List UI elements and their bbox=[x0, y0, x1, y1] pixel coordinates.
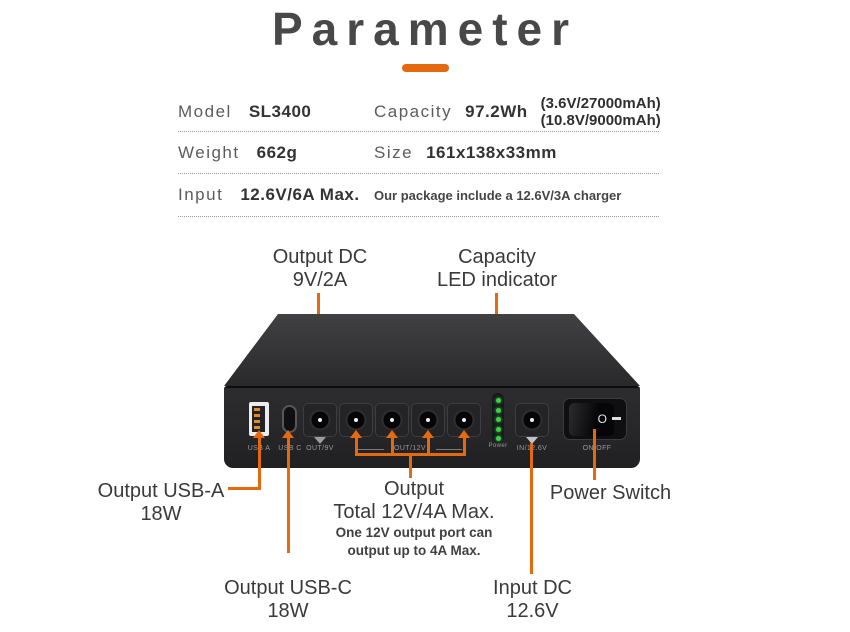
leader-line-usb-a-v bbox=[258, 437, 261, 489]
annotation-output-usb-a: Output USB-A 18W bbox=[85, 480, 237, 526]
leader-line-usb-c bbox=[287, 437, 290, 553]
jack-pin bbox=[354, 418, 358, 422]
jack-pin bbox=[530, 418, 534, 422]
usb-a-pin bbox=[254, 414, 260, 417]
arrowhead-12v-4 bbox=[458, 430, 470, 438]
usb-a-pin bbox=[254, 408, 260, 411]
arrowhead-12v-3 bbox=[422, 430, 434, 438]
leader-line-12v-drop bbox=[409, 456, 412, 478]
package-note: Our package include a 12.6V/3A charger bbox=[374, 187, 622, 203]
annotation-input-dc: Input DC 12.6V bbox=[460, 577, 605, 623]
panel-label-out-9v: OUT/9V bbox=[306, 445, 334, 452]
annotation-output-dc: Output DC 9V/2A bbox=[250, 246, 390, 292]
arrowhead-usb-a bbox=[253, 430, 265, 438]
dc-jack-input-12v6 bbox=[515, 403, 549, 437]
panel-label-on-off: ON/OFF bbox=[582, 445, 612, 452]
leader-line-usb-a-h bbox=[228, 487, 261, 490]
dc-jack-out-12v-4 bbox=[447, 403, 481, 437]
output-12v-note-1: One 12V output port can bbox=[335, 525, 493, 540]
bracket-12v-mid1 bbox=[391, 437, 394, 456]
capacity-led-label-1: Capacity bbox=[458, 246, 536, 268]
weight-value: 662g bbox=[256, 142, 298, 162]
panel-label-power: Power bbox=[488, 443, 508, 449]
capacity-led-indicator bbox=[492, 393, 504, 443]
usb-a-pin bbox=[254, 420, 260, 423]
bracket-12v-horizontal bbox=[355, 453, 466, 456]
annotation-output-12v: Output Total 12V/4A Max. One 12V output … bbox=[310, 478, 518, 560]
capacity-value: 97.2Wh bbox=[465, 102, 528, 121]
power-led-dot bbox=[495, 426, 501, 432]
triangle-mark-in-12v6 bbox=[526, 437, 538, 444]
capacity-note-2: (10.8V/9000mAh) bbox=[540, 112, 661, 129]
switch-off-symbol: O bbox=[597, 412, 607, 426]
input-value: 12.6V/6A Max. bbox=[240, 185, 360, 204]
output-usb-a-label: Output USB-A bbox=[97, 480, 225, 502]
output-12v-note-2: output up to 4A Max. bbox=[347, 543, 481, 558]
size-value: 161x138x33mm bbox=[426, 142, 557, 162]
output-usb-c-value: 18W bbox=[267, 600, 309, 622]
weight-cell: Weight 662g bbox=[178, 132, 297, 173]
panel-dash-right bbox=[436, 449, 462, 450]
input-dc-value: 12.6V bbox=[506, 600, 559, 622]
usb-c-port bbox=[282, 405, 297, 433]
package-note-cell: Our package include a 12.6V/3A charger bbox=[374, 174, 621, 216]
size-cell: Size 161x138x33mm bbox=[374, 132, 557, 173]
capacity-led-label-2: LED indicator bbox=[436, 269, 558, 291]
panel-dash-left bbox=[358, 449, 384, 450]
jack-pin bbox=[390, 418, 394, 422]
output-12v-label: Output bbox=[383, 478, 445, 500]
annotation-power-switch: Power Switch bbox=[538, 482, 683, 505]
input-dc-label: Input DC bbox=[493, 577, 572, 599]
page-title: Parameter bbox=[271, 3, 579, 55]
power-led-dot bbox=[495, 417, 501, 422]
capacity-label: Capacity bbox=[374, 102, 453, 121]
switch-on-symbol bbox=[612, 417, 621, 420]
spec-row-weight-size: Weight 662g Size 161x138x33mm bbox=[178, 132, 659, 174]
device-top-face bbox=[224, 314, 640, 386]
capacity-note-1: (3.6V/27000mAh) bbox=[540, 95, 661, 112]
input-cell: Input 12.6V/6A Max. bbox=[178, 174, 360, 216]
capacity-cell: Capacity 97.2Wh (3.6V/27000mAh) (10.8V/9… bbox=[374, 93, 661, 131]
size-label: Size bbox=[374, 142, 414, 162]
arrowhead-usb-c bbox=[282, 430, 294, 438]
jack-pin bbox=[462, 418, 466, 422]
model-label: Model bbox=[178, 102, 232, 121]
power-switch-label: Power Switch bbox=[549, 482, 672, 504]
jack-pin bbox=[426, 418, 430, 422]
bracket-12v-mid2 bbox=[427, 437, 430, 456]
usb-a-pin bbox=[254, 426, 260, 429]
annotation-output-usb-c: Output USB-C 18W bbox=[212, 577, 364, 623]
power-led-dot bbox=[495, 436, 501, 441]
power-switch-rocker: O bbox=[569, 403, 614, 436]
leader-line-input-dc bbox=[530, 443, 533, 574]
arrowhead-12v-2 bbox=[386, 430, 398, 438]
jack-pin bbox=[318, 418, 322, 422]
triangle-mark-out-9v bbox=[314, 437, 326, 444]
usb-a-port bbox=[249, 402, 269, 436]
model-value: SL3400 bbox=[248, 102, 312, 121]
output-dc-value: 9V/2A bbox=[292, 269, 348, 291]
arrowhead-12v-1 bbox=[350, 430, 362, 438]
spec-table: Model SL3400 Capacity 97.2Wh (3.6V/27000… bbox=[178, 93, 661, 217]
spec-row-model-capacity: Model SL3400 Capacity 97.2Wh (3.6V/27000… bbox=[178, 93, 661, 132]
dc-jack-out-9v bbox=[303, 403, 337, 437]
weight-label: Weight bbox=[178, 142, 240, 162]
bracket-12v-left bbox=[355, 437, 358, 456]
annotation-capacity-led: Capacity LED indicator bbox=[417, 246, 577, 292]
output-dc-label: Output DC bbox=[272, 246, 368, 268]
bracket-12v-right bbox=[463, 437, 466, 456]
input-label: Input bbox=[178, 185, 224, 204]
usb-a-cavity bbox=[252, 406, 265, 432]
power-led-dot bbox=[495, 407, 501, 413]
output-usb-a-value: 18W bbox=[140, 503, 182, 525]
output-12v-value: Total 12V/4A Max. bbox=[333, 501, 495, 523]
panel-label-out-12v: OUT/12V bbox=[394, 445, 426, 452]
output-usb-c-label: Output USB-C bbox=[224, 577, 352, 599]
leader-line-power-switch bbox=[593, 429, 596, 480]
power-led-dot bbox=[495, 398, 501, 403]
capacity-notes: (3.6V/27000mAh) (10.8V/9000mAh) bbox=[541, 95, 661, 129]
title-underline-accent bbox=[402, 64, 449, 72]
model-cell: Model SL3400 bbox=[178, 93, 311, 131]
spec-row-input-package: Input 12.6V/6A Max. Our package include … bbox=[178, 174, 659, 217]
